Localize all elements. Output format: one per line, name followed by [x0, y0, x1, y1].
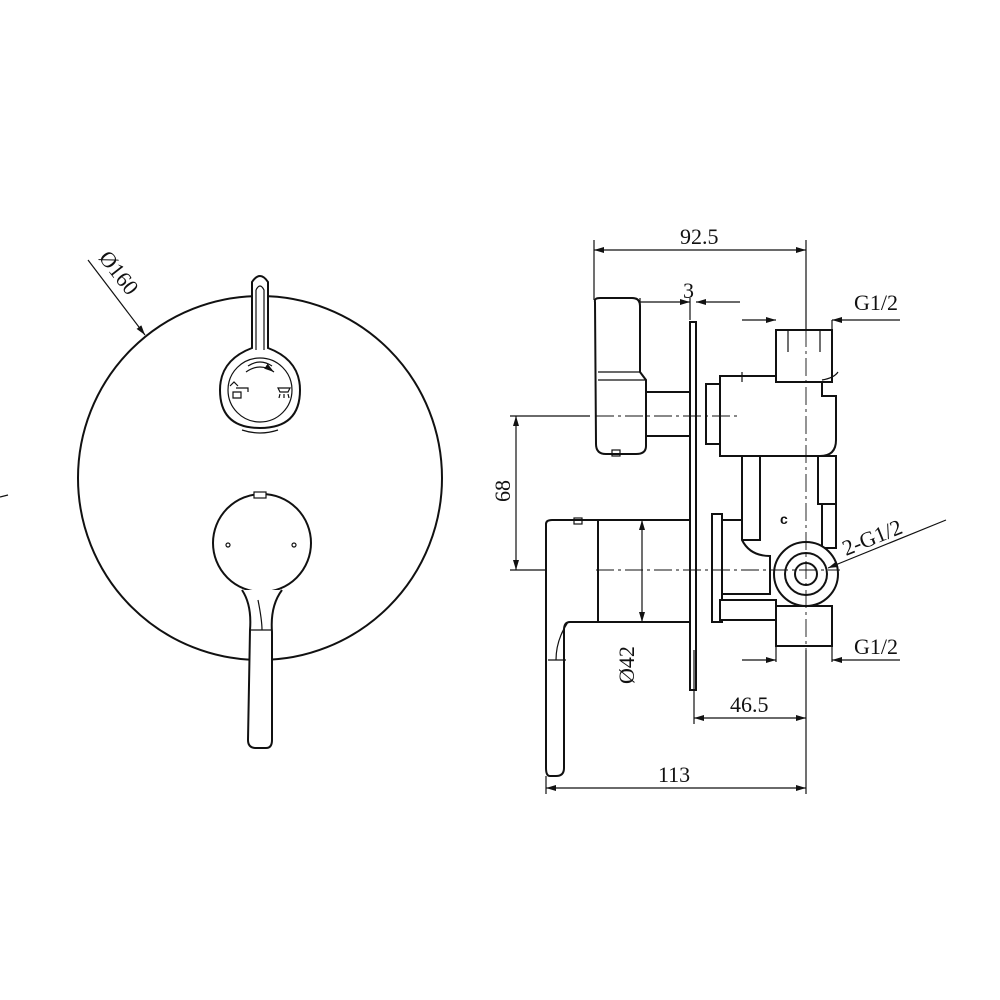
svg-text:113: 113 [658, 762, 690, 787]
svg-text:G1/2: G1/2 [854, 290, 898, 315]
diameter-leader [87, 259, 146, 336]
dim-2-g12: 2-G1/2 [827, 514, 947, 569]
dim-68: 68 [490, 416, 519, 570]
cold-marker: c [780, 511, 788, 527]
svg-text:68: 68 [490, 480, 515, 502]
diameter-label: Ø160 [94, 246, 144, 300]
svg-text:2-G1/2: 2-G1/2 [839, 514, 906, 561]
shower-head-icon [277, 387, 291, 399]
dim-46-5: 46.5 [694, 692, 806, 721]
wall-plate [689, 321, 697, 691]
mixer-lever-handle[interactable] [212, 491, 312, 749]
dim-dia-42: Ø42 [614, 520, 645, 684]
dim-3: 3 [640, 278, 740, 305]
dim-113: 113 [546, 762, 806, 791]
diverter-knob[interactable] [218, 275, 302, 434]
dim-g12-top: G1/2 [742, 290, 900, 323]
diverter-knob-side[interactable] [593, 297, 691, 457]
svg-text:G1/2: G1/2 [854, 634, 898, 659]
svg-text:92.5: 92.5 [680, 224, 719, 249]
svg-text:3: 3 [683, 278, 694, 303]
svg-text:46.5: 46.5 [730, 692, 769, 717]
dim-g12-bottom: G1/2 [742, 634, 900, 663]
dim-92-5: 92.5 [594, 224, 806, 253]
valve-body: c [705, 329, 839, 647]
bath-spout-icon [229, 381, 249, 399]
front-view: Ø160 [0, 246, 443, 749]
side-view: c 92.5 [490, 224, 947, 794]
svg-text:Ø42: Ø42 [614, 646, 639, 684]
